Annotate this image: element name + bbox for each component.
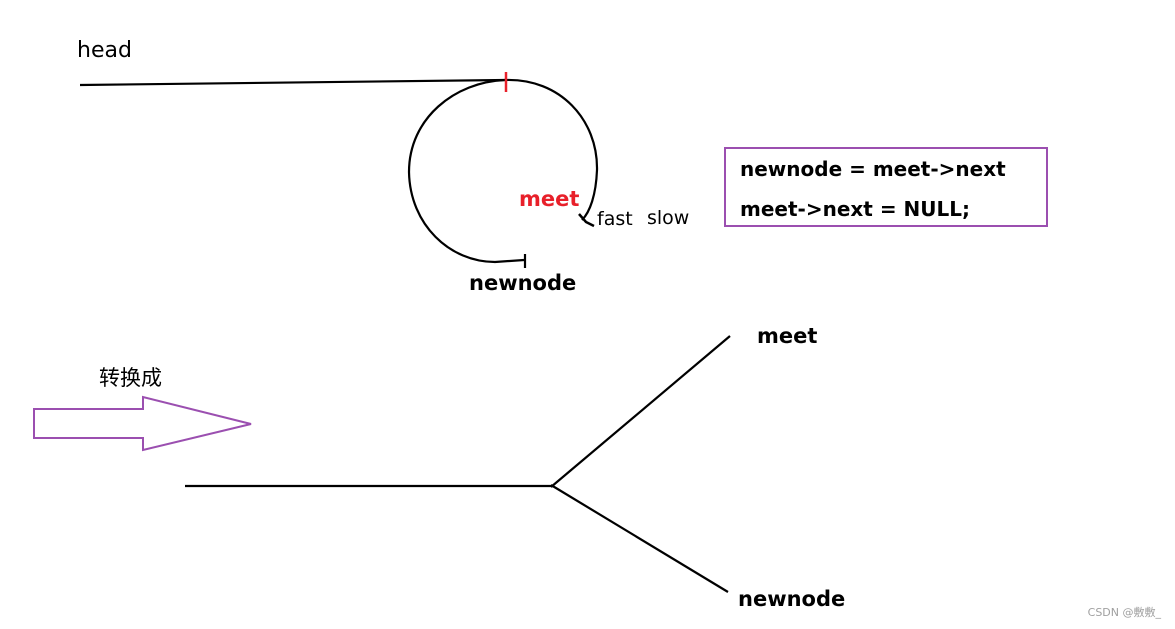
- code-line-1: newnode = meet->next: [740, 157, 1006, 181]
- code-line-2: meet->next = NULL;: [740, 197, 970, 221]
- slow-label: slow: [647, 207, 690, 229]
- convert-arrow: [33, 395, 252, 452]
- head-label: head: [77, 38, 132, 63]
- fast-label: fast: [597, 208, 633, 230]
- meet-label-top: meet: [519, 187, 580, 211]
- code-box: newnode = meet->next meet->next = NULL;: [724, 147, 1048, 227]
- head-line: [79, 78, 506, 87]
- convert-label: 转换成: [99, 366, 162, 390]
- newnode-label-top: newnode: [469, 271, 577, 295]
- y-lower-branch: [550, 484, 729, 593]
- y-upper-branch: [550, 335, 731, 488]
- watermark: CSDN @敷敷_: [1087, 606, 1161, 619]
- meet-label-bottom: meet: [757, 324, 818, 348]
- newnode-label-bottom: newnode: [738, 587, 846, 611]
- meet-point-tick: [578, 213, 595, 228]
- cycle-loop: [407, 78, 599, 264]
